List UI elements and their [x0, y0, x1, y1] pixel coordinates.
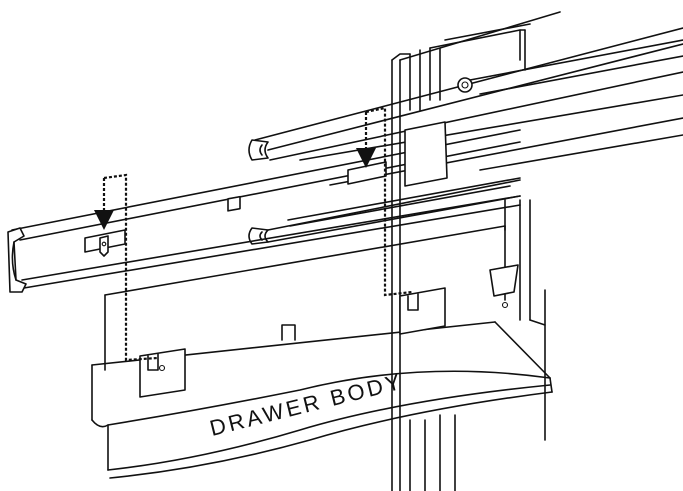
cabinet-rail-upper — [248, 11, 683, 186]
cabinet-frame — [391, 23, 546, 491]
drawer-body — [91, 225, 553, 479]
cabinet-rail-lower — [248, 179, 521, 245]
left-alignment-guide — [103, 173, 159, 362]
right-alignment-guide — [365, 106, 413, 297]
down-arrow-icon — [356, 112, 376, 168]
down-arrow-icon — [94, 178, 114, 230]
drawer-body-label: DRAWER BODY — [207, 369, 406, 441]
left-mounting-tab — [84, 229, 126, 257]
